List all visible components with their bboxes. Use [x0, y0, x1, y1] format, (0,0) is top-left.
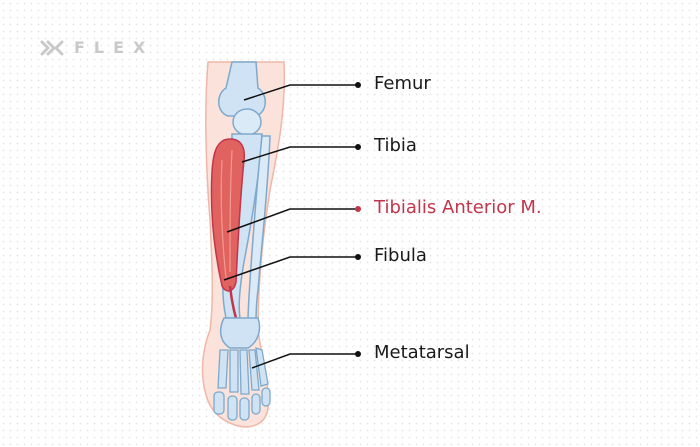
leader-dot-tibia [355, 144, 361, 150]
label-metatarsal: Metatarsal [374, 342, 470, 364]
label-fibula: Fibula [374, 245, 427, 267]
label-tibialis-anterior: Tibialis Anterior M. [374, 197, 542, 219]
label-tibia: Tibia [374, 135, 417, 157]
leader-dot-femur [355, 82, 361, 88]
leader-dot-fibula [355, 254, 361, 260]
patella-bone [233, 109, 261, 135]
leader-dots [355, 82, 361, 357]
tarsal-bones [221, 318, 260, 348]
leader-line-metatarsal [252, 354, 358, 368]
leader-dot-metatarsal [355, 351, 361, 357]
label-femur: Femur [374, 73, 431, 95]
leader-dot-tibialis-anterior [355, 206, 361, 212]
